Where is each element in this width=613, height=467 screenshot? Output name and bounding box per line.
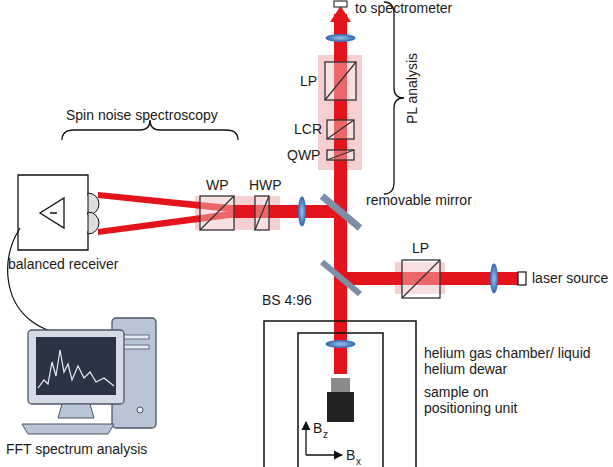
component-label: balanced receiver xyxy=(8,256,119,272)
lens xyxy=(490,264,498,294)
laser-beam xyxy=(230,205,342,218)
wollaston-prism xyxy=(200,196,234,230)
section-label: Spin noise spectroscopy xyxy=(66,107,218,123)
field-axis xyxy=(306,454,342,455)
annotation: to spectrometer xyxy=(355,0,452,16)
component-label: WP xyxy=(206,177,229,193)
lens xyxy=(326,34,356,42)
section-label: PL analysis xyxy=(404,52,420,123)
lens xyxy=(326,340,356,348)
linear-polarizer xyxy=(325,62,356,100)
axis-subscript: x xyxy=(356,456,361,467)
cable xyxy=(8,228,60,335)
spectrometer-port xyxy=(334,1,347,7)
component-label: QWP xyxy=(287,147,320,163)
annotation: helium gas chamber/ liquid helium dewar xyxy=(424,345,610,377)
liquid-crystal-retarder xyxy=(327,120,354,139)
sample xyxy=(331,378,350,392)
component-label: removable mirror xyxy=(366,192,472,208)
beam-splitter xyxy=(322,262,360,294)
caption-label: FFT spectrum analysis xyxy=(6,441,147,457)
computer-icon xyxy=(22,318,156,434)
field-axis xyxy=(305,422,306,455)
lens xyxy=(298,197,306,227)
linear-polarizer xyxy=(402,260,440,298)
component-label: HWP xyxy=(249,177,282,193)
component-label: LP xyxy=(300,73,317,89)
axis-label: B xyxy=(313,420,322,436)
half-wave-plate xyxy=(255,196,269,230)
axis-subscript: z xyxy=(323,429,328,441)
amplifier-symbol xyxy=(40,198,64,228)
positioning-unit xyxy=(327,392,354,422)
bracket xyxy=(384,2,404,194)
beam-arrow xyxy=(330,6,351,22)
component-label: BS 4:96 xyxy=(262,292,312,308)
component-label: LCR xyxy=(294,121,322,137)
component-label: laser source xyxy=(532,270,608,286)
quarter-wave-plate xyxy=(327,150,354,160)
removable-mirror xyxy=(322,196,360,228)
helium-chamber xyxy=(264,321,416,467)
annotation: sample on positioning unit xyxy=(424,384,544,416)
axis-label: B xyxy=(346,447,355,463)
laser-source xyxy=(518,272,526,285)
balanced-receiver xyxy=(18,175,97,250)
dewar-inner xyxy=(298,333,383,467)
component-label: LP xyxy=(412,240,429,256)
